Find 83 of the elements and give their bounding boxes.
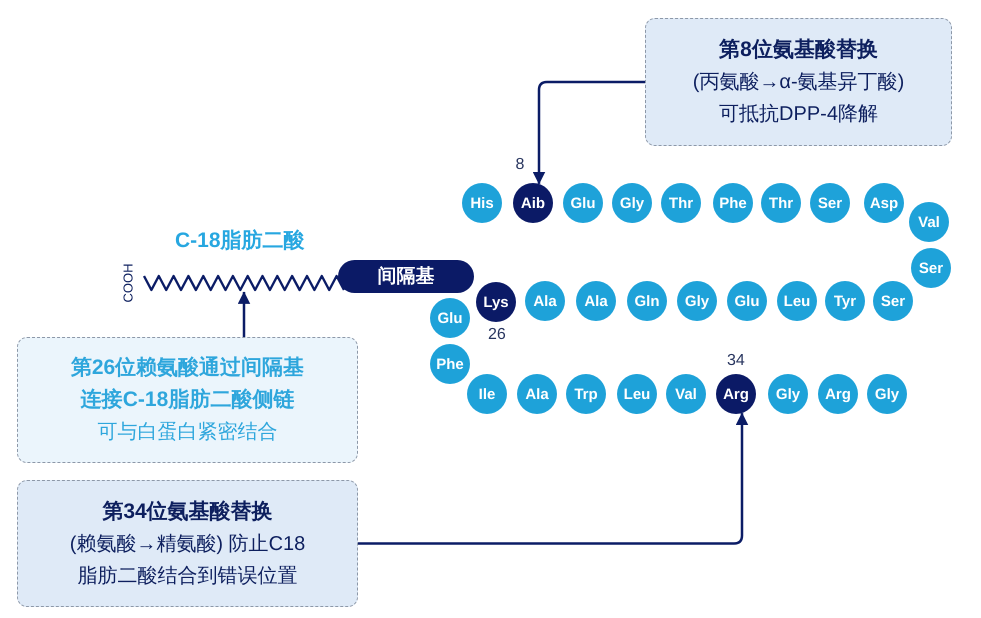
amino-acid-label: Glu [438,310,462,326]
amino-acid-circle [873,281,913,321]
callout-heading: 第34位氨基酸替换 [102,498,273,524]
amino-acid-label: Thr [768,194,794,212]
callout-text: (丙氨酸→α-氨基异丁酸) [692,70,904,95]
amino-acid-circle [617,374,657,414]
amino-acid-circle [566,374,606,414]
amino-acid-label: Glu [570,194,596,212]
amino-acid-label: Gln [634,292,660,310]
callout-panel [17,480,358,607]
amino-acid-label: Val [675,386,697,402]
amino-acid-label: Ala [533,292,557,310]
amino-acid-circle [713,183,753,223]
arrow [532,80,645,185]
amino-acid-label: Thr [668,194,694,212]
amino-acid-circle [810,183,850,223]
amino-acid-label: Ile [478,386,496,402]
callout-text: 可抵抗DPP-4降解 [719,102,878,127]
spacer-pill [338,260,474,293]
callout-heading: 第26位赖氨酸通过间隔基连接C-18脂肪二酸侧链 [70,355,306,413]
amino-acid-circle [462,183,502,223]
amino-acid-label: Leu [624,386,650,402]
amino-acid-circle [867,374,907,414]
chain-end-label: COOH [121,264,135,302]
amino-acid-circle [430,298,470,338]
amino-acid-label: Ala [584,292,608,310]
amino-acid-label: Glu [734,292,760,310]
amino-acid-label: Gly [874,386,900,402]
callout-panel [17,337,358,463]
amino-acid-label: Gly [684,292,710,310]
amino-acid-circle [768,374,808,414]
amino-acid-circle [727,281,767,321]
amino-acid-label: Lys [483,294,509,310]
amino-acid-label: Ser [918,260,944,276]
amino-acid-label: Aib [520,194,546,212]
spacer-label: 间隔基 [378,266,434,288]
amino-acid-label: His [470,194,494,212]
amino-acid-label: Phe [719,194,747,212]
amino-acid-circle [517,374,557,414]
amino-acid-circle [525,281,565,321]
callout-text: 可与白蛋白紧密结合 [98,420,278,445]
amino-acid-circle [627,281,667,321]
arrow [238,291,250,337]
chain-name-label: C-18脂肪二酸 [175,229,305,253]
amino-acid-circle [818,374,858,414]
amino-acid-label: Phe [436,356,464,372]
amino-acid-circle [513,183,553,223]
position-number: 26 [488,326,506,344]
amino-acid-label: Ser [880,292,906,310]
amino-acid-label: Asp [870,194,898,212]
amino-acid-circle [476,282,516,322]
callout-panel [645,18,952,146]
amino-acid-label: Gly [776,386,800,402]
amino-acid-label: Ala [525,386,549,402]
amino-acid-label: Val [918,214,940,230]
callout-text: (赖氨酸→精氨酸) 防止C18脂肪二酸结合到错误位置 [68,532,306,588]
amino-acid-label: Arg [825,386,851,402]
position-number: 8 [516,156,524,174]
amino-acid-circle [576,281,616,321]
amino-acid-circle [761,183,801,223]
zigzag-chain [143,274,345,292]
amino-acid-label: Gly [620,194,644,212]
amino-acid-label: Trp [574,386,598,402]
amino-acid-label: Tyr [834,292,856,310]
amino-acid-label: Ser [818,194,842,212]
amino-acid-circle [430,344,470,384]
amino-acid-circle [661,183,701,223]
arrow [358,412,748,545]
amino-acid-circle [825,281,865,321]
amino-acid-circle [911,248,951,288]
callout-heading: 第8位氨基酸替换 [719,37,878,63]
amino-acid-circle [777,281,817,321]
amino-acid-circle [677,281,717,321]
amino-acid-label: Arg [723,386,749,402]
amino-acid-circle [666,374,706,414]
amino-acid-circle [864,183,904,223]
amino-acid-label: Leu [784,292,810,310]
amino-acid-circle [716,374,756,414]
amino-acid-circle [612,183,652,223]
position-number: 34 [727,352,745,370]
amino-acid-circle [467,374,507,414]
amino-acid-circle [563,183,603,223]
amino-acid-circle [909,202,949,242]
